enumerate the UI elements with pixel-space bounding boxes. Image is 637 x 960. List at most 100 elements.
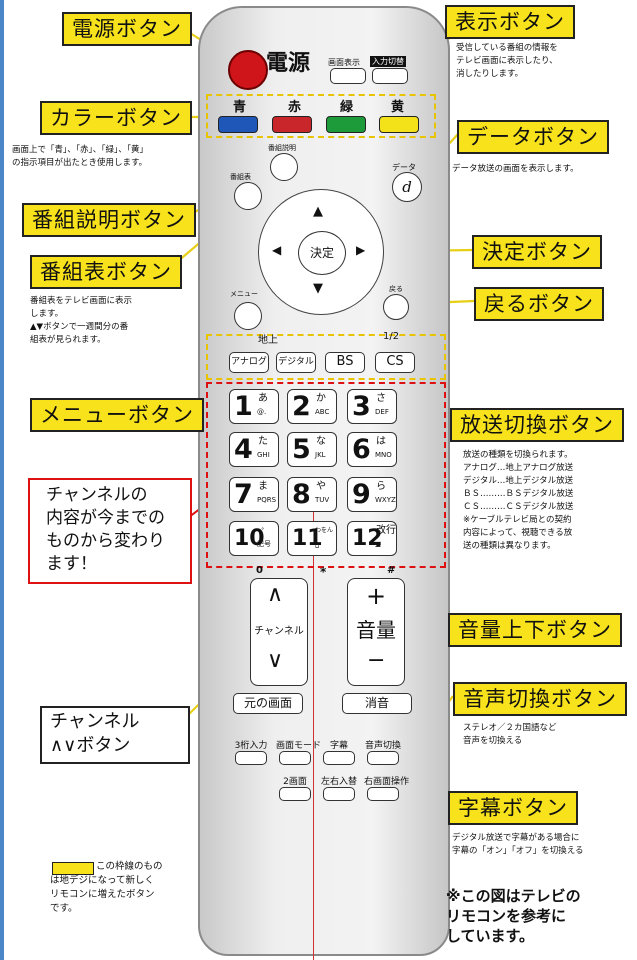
number-key-digit: 3: [352, 391, 371, 422]
number-key-kana: か: [316, 393, 326, 404]
dual-screen-label: 2画面: [283, 777, 307, 787]
number-key-letters: JKL: [315, 451, 326, 459]
audio-switch-label: 音声切換: [364, 741, 401, 751]
enter-button[interactable]: 決定: [298, 231, 346, 275]
digital-button[interactable]: デジタル: [276, 352, 316, 373]
right-screen-button[interactable]: [367, 787, 399, 801]
bs-button[interactable]: BS: [325, 352, 365, 373]
number-key-kana: ら: [376, 481, 386, 492]
green-button[interactable]: [326, 116, 366, 133]
number-key-letters: 記号: [257, 540, 271, 548]
right-screen-label: 右画面操作: [364, 777, 410, 787]
back-label: 戻る: [389, 285, 403, 293]
screen-display-label: 画面表示: [328, 58, 360, 67]
volume-label: 音量: [356, 618, 396, 642]
desc-subtitle: デジタル放送で字幕がある場合に 字幕の「オン」「オフ」を切換える: [452, 833, 584, 856]
dpad-left[interactable]: ◀: [272, 243, 282, 257]
audio-switch-button[interactable]: [367, 751, 399, 765]
prev-screen-button[interactable]: 元の画面: [233, 693, 303, 714]
volume-up-button[interactable]: +: [366, 582, 387, 610]
number-key-kana: わをん: [315, 527, 334, 534]
three-digit-label: 3桁入力: [234, 741, 268, 751]
number-key-digit: 12: [352, 526, 383, 551]
dpad-up[interactable]: ▲: [313, 204, 323, 219]
zero-symbol: 0: [256, 565, 263, 576]
cs-button[interactable]: CS: [375, 352, 415, 373]
label-program-guide-button: 番組表ボタン: [30, 255, 182, 289]
three-digit-button[interactable]: [235, 751, 267, 765]
program-desc-button[interactable]: [270, 153, 298, 181]
back-button[interactable]: [383, 294, 409, 320]
color-label-blue: 青: [233, 100, 247, 115]
subtitle-label: 字幕: [329, 741, 348, 751]
analog-button[interactable]: アナログ: [229, 352, 269, 373]
dpad-right[interactable]: ▶: [356, 243, 366, 257]
program-guide-label: 番組表: [230, 173, 251, 181]
number-key-letters: MNO: [375, 451, 392, 459]
desc-audio: ステレオ／２カ国語など 音声を切換える: [463, 723, 557, 746]
subtitle-button[interactable]: [323, 751, 355, 765]
screen-mode-label: 画面モード: [276, 741, 322, 751]
volume-down-button[interactable]: −: [367, 648, 386, 673]
bs-label: BS: [336, 354, 354, 369]
note-text: ※この図はテレビの リモコンを参考に しています。: [446, 887, 581, 945]
number-key-digit: 9: [352, 479, 371, 510]
number-key-letters: TUV: [315, 496, 330, 504]
menu-button[interactable]: [234, 302, 262, 330]
volume-rocker[interactable]: [347, 578, 405, 686]
desc-program-guide: 番組表をテレビ画面に表示 します。 ▲▼ボタンで一週間分の番 組表が見られます。: [30, 296, 133, 345]
blue-button[interactable]: [218, 116, 258, 133]
input-switch-label: 入力切替: [370, 56, 406, 67]
number-key-kana: や: [316, 481, 326, 492]
dual-screen-button[interactable]: [279, 787, 311, 801]
number-keys-frame: [206, 382, 446, 568]
number-key-letters: ◢: [375, 540, 381, 548]
program-desc-label: 番組説明: [268, 144, 296, 152]
number-key-kana: ま: [258, 481, 268, 492]
dpad-down[interactable]: ▼: [313, 281, 323, 296]
half-label: 1/2: [383, 331, 400, 342]
label-display-button: 表示ボタン: [445, 5, 575, 39]
label-back-button: 戻るボタン: [474, 287, 604, 321]
number-key-digit: 7: [234, 479, 253, 510]
screen-mode-button[interactable]: [279, 751, 311, 765]
channel-down-button[interactable]: ∨: [267, 648, 284, 673]
label-channel-text: チャンネル ∧∨ボタン: [50, 711, 140, 756]
number-key-10[interactable]: 10-.°記号: [229, 521, 279, 556]
red-button[interactable]: [272, 116, 312, 133]
channel-up-button[interactable]: ∧: [267, 582, 284, 607]
label-channel-button: チャンネル ∧∨ボタン: [40, 706, 190, 764]
swap-screen-button[interactable]: [323, 787, 355, 801]
power-button[interactable]: [228, 50, 268, 90]
yellow-button[interactable]: [379, 116, 419, 133]
number-key-kana: な: [316, 436, 326, 447]
number-key-digit: 2: [292, 391, 311, 422]
enter-label: 決定: [309, 246, 334, 260]
number-key-kana: は: [376, 436, 386, 447]
desc-display: 受信している番組の情報を テレビ画面に表示したり、 消したりします。: [456, 43, 558, 79]
center-guide-line: [313, 500, 314, 960]
channel-rocker[interactable]: [250, 578, 308, 686]
label-color-button: カラーボタン: [40, 101, 192, 135]
number-key-digit: 4: [234, 434, 253, 465]
callout-text: チャンネルの 内容が今までの ものから変わり ます！: [46, 485, 165, 574]
input-switch-button[interactable]: [372, 68, 408, 84]
channel-label: チャンネル: [254, 626, 304, 637]
program-guide-button[interactable]: [234, 182, 262, 210]
number-key-letters: DEF: [375, 408, 389, 416]
screen-display-button[interactable]: [330, 68, 366, 84]
swap-screen-label: 左右入替: [320, 777, 357, 787]
mute-button[interactable]: 消音: [342, 693, 412, 714]
data-button[interactable]: d: [392, 172, 422, 202]
